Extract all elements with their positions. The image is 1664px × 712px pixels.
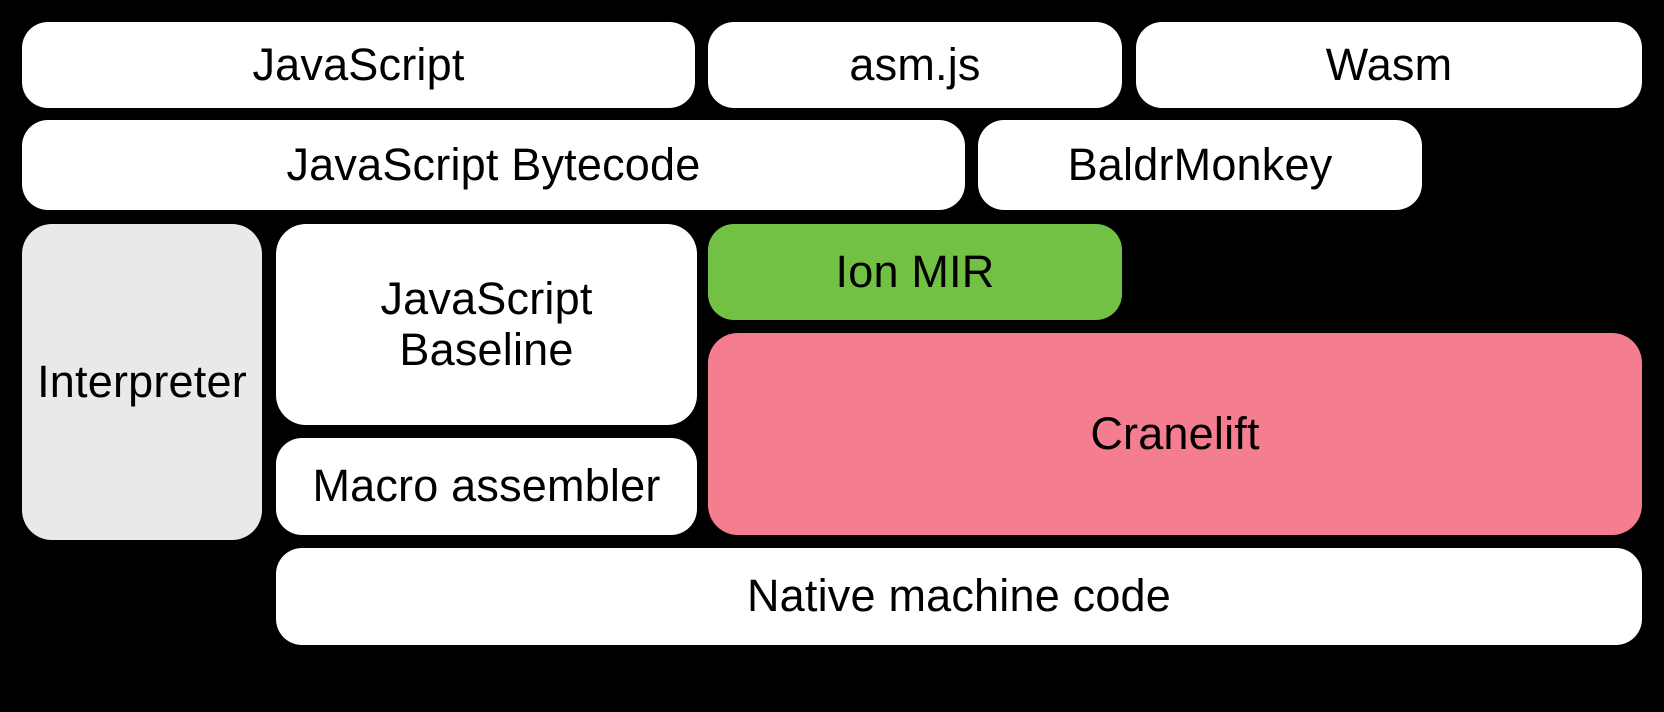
box-wasm[interactable]: Wasm: [1136, 22, 1642, 108]
box-javascript[interactable]: JavaScript: [22, 22, 695, 108]
box-native-machine-code[interactable]: Native machine code: [276, 548, 1642, 645]
box-javascript-baseline[interactable]: JavaScript Baseline: [276, 224, 697, 425]
box-asmjs[interactable]: asm.js: [708, 22, 1122, 108]
box-macro-assembler[interactable]: Macro assembler: [276, 438, 697, 535]
box-javascript-bytecode[interactable]: JavaScript Bytecode: [22, 120, 965, 210]
box-interpreter[interactable]: Interpreter: [22, 224, 262, 540]
box-baldrmonkey[interactable]: BaldrMonkey: [978, 120, 1422, 210]
box-ion-mir[interactable]: Ion MIR: [708, 224, 1122, 320]
box-cranelift[interactable]: Cranelift: [708, 333, 1642, 535]
